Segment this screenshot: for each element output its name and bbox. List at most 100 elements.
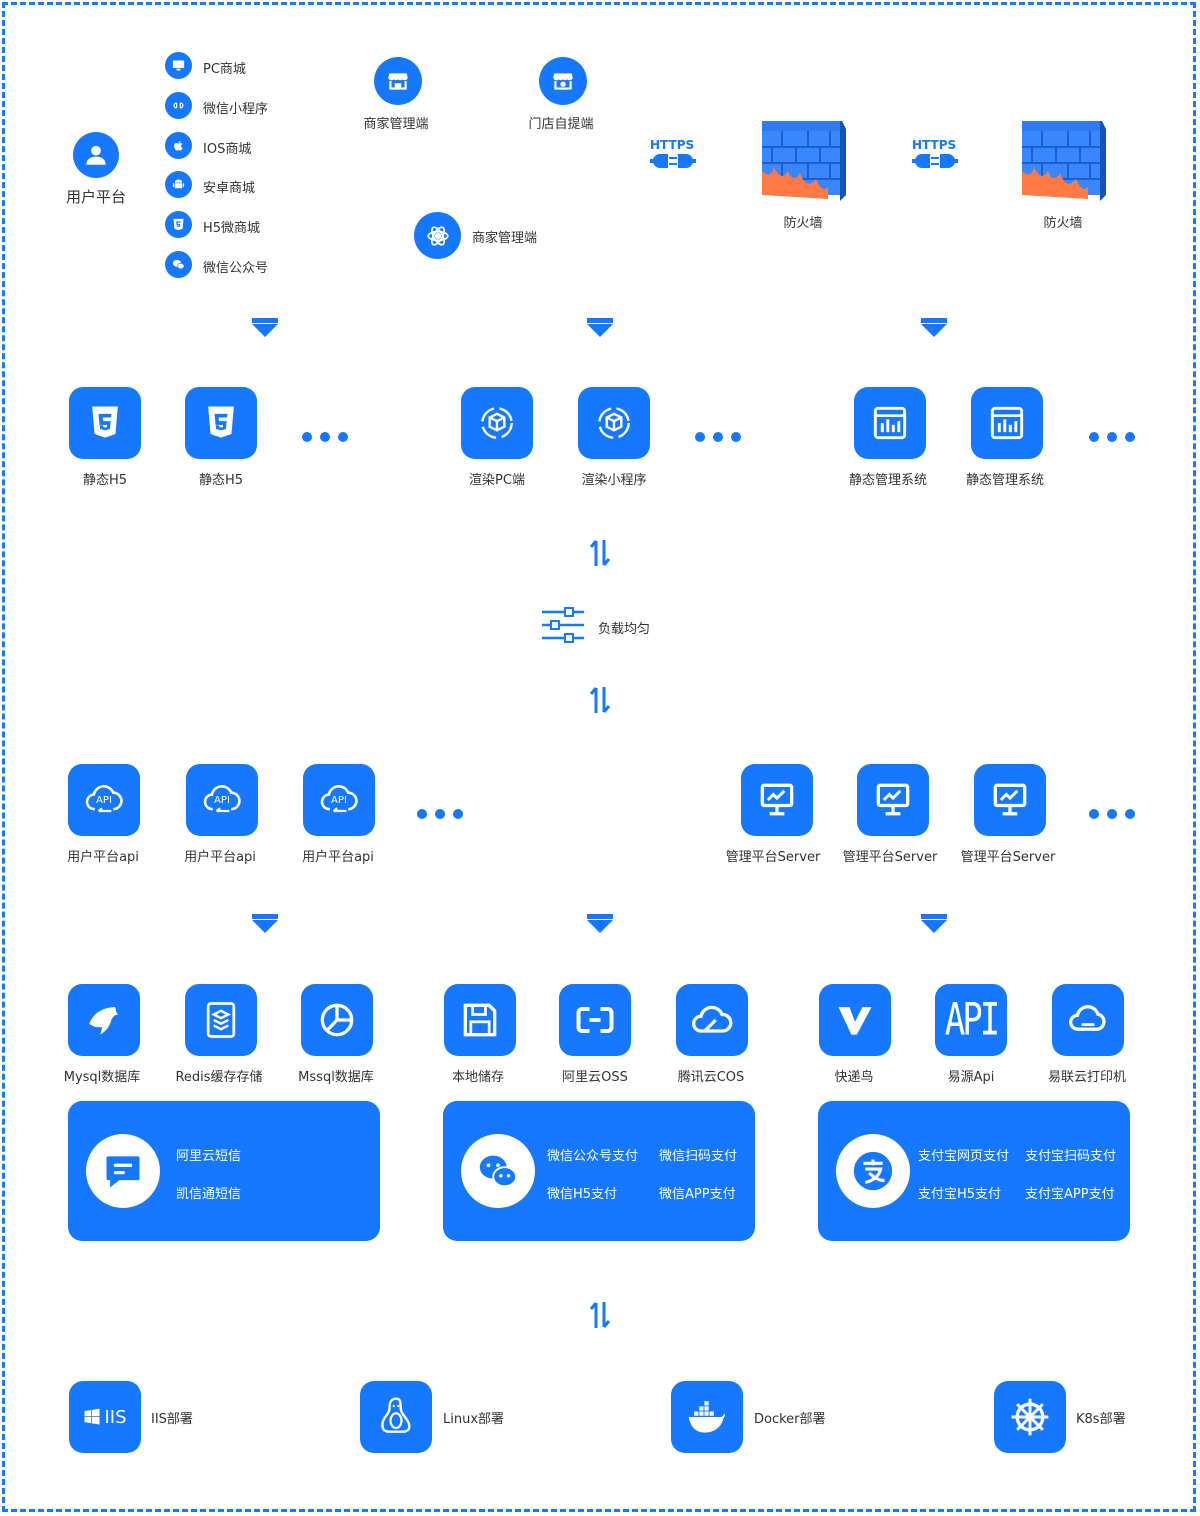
more-icon (1089, 809, 1135, 819)
aliyun-icon (576, 1006, 614, 1034)
https-label: HTTPS (912, 138, 957, 152)
svg-text:API: API (214, 795, 230, 806)
client-label: 微信小程序 (203, 102, 269, 117)
html5-icon (165, 211, 192, 238)
deploy-label: Docker部署 (754, 1412, 826, 1427)
monitor-icon (165, 52, 192, 79)
api-text-icon: API (944, 994, 1000, 1046)
swap-arrows-icon (590, 1302, 610, 1328)
monitor-chart-icon (760, 783, 794, 816)
html5-icon (92, 406, 118, 438)
https-label: HTTPS (650, 138, 695, 152)
linux-penguin-icon (381, 1397, 411, 1433)
android-icon (165, 171, 192, 198)
merchant-admin-2-icon (414, 212, 461, 259)
more-icon (417, 809, 463, 819)
monitor-chart-icon (876, 783, 910, 816)
dashboard-icon (990, 406, 1024, 440)
client-label: 安卓商城 (203, 181, 256, 196)
load-balance-label: 负载均匀 (598, 622, 651, 637)
yilianyun-tile (1052, 984, 1124, 1056)
static-admin-label: 静态管理系统 (965, 473, 1045, 488)
alipay-card: 支付宝网页支付 支付宝扫码支付 支付宝H5支付 支付宝APP支付 (818, 1101, 1130, 1241)
user-api-tile: API (303, 764, 375, 836)
plug-icon (912, 154, 958, 168)
store-pickup-icon (539, 57, 587, 105)
wechat-icon (461, 1134, 535, 1208)
client-label: 微信公众号 (203, 261, 269, 276)
static-h5-tile (185, 387, 257, 459)
static-admin-tile (971, 387, 1043, 459)
swap-arrows-icon (590, 687, 610, 713)
cloud-api-icon: API (85, 785, 123, 813)
client-label: IOS商城 (203, 142, 252, 157)
down-arrow-icon (921, 914, 947, 933)
local-storage-tile (444, 984, 516, 1056)
wechat-icon (165, 251, 192, 278)
firewall-label: 防火墙 (1043, 216, 1083, 231)
wechat-pay-item: 微信公众号支付 (547, 1149, 639, 1164)
shop-icon (374, 57, 422, 105)
linux-tile (360, 1381, 432, 1453)
user-api-label: 用户平台api (302, 850, 374, 865)
iis-text: IIS (104, 1406, 127, 1428)
apple-icon (165, 132, 192, 159)
merchant-admin-label: 商家管理端 (363, 117, 429, 132)
static-h5-label: 静态H5 (82, 473, 128, 488)
static-admin-label: 静态管理系统 (848, 473, 928, 488)
alipay-item: 支付宝H5支付 (918, 1187, 1002, 1202)
wechat-pay-card: 微信公众号支付 微信扫码支付 微信H5支付 微信APP支付 (443, 1101, 755, 1241)
svg-text:API: API (331, 795, 347, 806)
static-h5-tile (69, 387, 141, 459)
store-pickup-label: 门店自提端 (528, 117, 594, 132)
admin-server-label: 管理平台Server (725, 850, 821, 865)
wechat-pay-item: 微信APP支付 (659, 1187, 736, 1202)
cloud-api-icon: API (320, 785, 358, 813)
swap-arrows-icon (590, 540, 610, 566)
deploy-label: IIS部署 (151, 1412, 193, 1427)
tencent-cloud-icon (692, 1005, 733, 1033)
dolphin-icon (89, 1007, 119, 1035)
admin-server-tile (741, 764, 813, 836)
more-icon (1089, 432, 1135, 442)
yiyuan-api-tile: API (935, 984, 1007, 1056)
pie-chart-icon (320, 1003, 354, 1037)
layers-icon (206, 1002, 236, 1038)
merchant-admin-2-label: 商家管理端 (472, 231, 538, 246)
logistics-label: 易联云打印机 (1047, 1070, 1127, 1085)
alipay-item: 支付宝扫码支付 (1025, 1149, 1117, 1164)
user-platform-label: 用户平台 (65, 188, 127, 206)
k8s-tile (994, 1381, 1066, 1453)
cloud-icon (1069, 1005, 1106, 1031)
client-label: H5微商城 (203, 221, 261, 236)
logistics-label: 快递鸟 (834, 1070, 874, 1085)
logistics-label: 易源Api (947, 1070, 995, 1085)
user-api-label: 用户平台api (184, 850, 256, 865)
docker-whale-icon (688, 1401, 725, 1433)
more-icon (302, 432, 348, 442)
mysql-tile (68, 984, 140, 1056)
deploy-label: K8s部署 (1076, 1412, 1126, 1427)
user-api-tile: API (186, 764, 258, 836)
kdniao-tile (819, 984, 891, 1056)
render-cube-icon (598, 407, 630, 439)
render-pc-tile (461, 387, 533, 459)
iis-tile: IIS (69, 1381, 141, 1453)
deploy-label: Linux部署 (443, 1412, 505, 1427)
load-balance-icon (542, 607, 584, 643)
alipay-icon (836, 1134, 910, 1208)
docker-tile (671, 1381, 743, 1453)
v-logo-icon (838, 1007, 872, 1035)
wechat-pay-item: 微信扫码支付 (659, 1149, 738, 1164)
render-cube-icon (481, 407, 513, 439)
admin-server-label: 管理平台Server (960, 850, 1056, 865)
static-h5-label: 静态H5 (198, 473, 244, 488)
storage-label: 阿里云OSS (562, 1070, 628, 1085)
admin-server-tile (857, 764, 929, 836)
static-admin-tile (854, 387, 926, 459)
firewall-icon (762, 121, 846, 201)
redis-tile (185, 984, 257, 1056)
aliyun-oss-tile (559, 984, 631, 1056)
mssql-tile (301, 984, 373, 1056)
